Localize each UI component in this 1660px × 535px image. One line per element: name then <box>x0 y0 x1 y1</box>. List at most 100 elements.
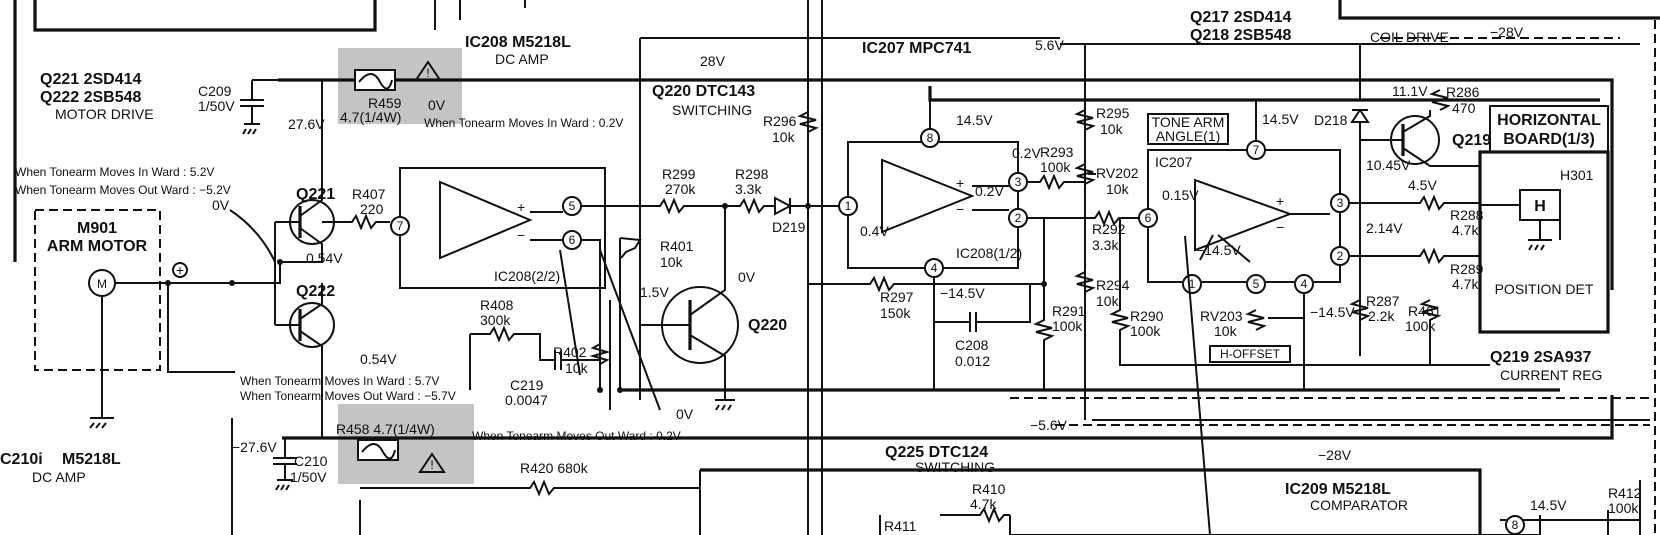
v145a-label: 14.5V <box>956 112 993 128</box>
vn56b-label: −5.6V <box>1030 417 1068 433</box>
pin7a-label: 7 <box>397 219 404 233</box>
transistor-base-wire <box>274 221 300 326</box>
r458-fuse-mark <box>361 443 396 460</box>
r410-resistor <box>940 506 1010 524</box>
r410-val-label: 4.7k <box>970 496 997 512</box>
dc-amp-b-label: DC AMP <box>32 469 86 485</box>
q219-label: Q219 <box>1452 132 1491 149</box>
c219-val-label: 0.0047 <box>505 392 548 408</box>
center-vertical-wires <box>807 0 823 535</box>
ic207-label: IC207 <box>1155 154 1193 170</box>
transistor-legs <box>280 80 323 438</box>
r294-label: R294 <box>1096 277 1130 293</box>
r295-val-label: 10k <box>1100 121 1124 137</box>
in-ward-02-label: When Tonearm Moves In Ward : 0.2V <box>424 116 623 130</box>
ic208-top-sub: DC AMP <box>495 51 549 67</box>
v04-label: 0.4V <box>860 223 889 239</box>
svg-text:−: − <box>956 201 964 217</box>
r296-label: R296 <box>763 113 797 129</box>
r458-label: R458 4.7(1/4W) <box>336 421 435 437</box>
r292-label: R292 <box>1092 221 1126 237</box>
arm-motor-label: ARM MOTOR <box>47 238 148 255</box>
q225-label: Q225 DTC124 <box>885 444 988 461</box>
r296-resistor <box>797 111 819 133</box>
comparator-label: COMPARATOR <box>1310 497 1408 513</box>
r290-resistor <box>1109 218 1490 366</box>
svg-text:!: ! <box>426 66 429 80</box>
r410-label: R410 <box>972 481 1006 497</box>
pin8c-label: 8 <box>1512 518 1519 532</box>
r407-label: R407 <box>352 186 386 202</box>
switching-b-label: SWITCHING <box>915 459 995 475</box>
r402-label: R402 <box>553 344 587 360</box>
r294-resistor <box>1074 271 1096 293</box>
v145b-label: 14.5V <box>1262 111 1299 127</box>
coil-drive-label: COIL DRIVE <box>1370 29 1449 45</box>
rv202-potentiometer <box>1074 163 1096 185</box>
rail-145 <box>928 86 1600 102</box>
r408-label: R408 <box>480 297 514 313</box>
ic208-12-label: IC208(1/2) <box>956 245 1022 261</box>
rv202-label: RV202 <box>1096 165 1139 181</box>
ic208-pin-wires <box>530 205 640 390</box>
r287-resistor <box>1349 299 1371 321</box>
c210i-label: C210i <box>0 451 43 468</box>
r294-val-label: 10k <box>1096 293 1120 309</box>
q219-legs <box>1360 110 1480 167</box>
v28-top-label: 28V <box>700 53 726 69</box>
h-offset-box <box>1209 345 1291 363</box>
h301-wires <box>1480 204 1561 251</box>
v145c-label: 14.5V <box>1530 497 1567 513</box>
pin4a-label: 4 <box>931 261 938 275</box>
c210-symbol <box>273 438 297 480</box>
h301-label: H301 <box>1560 167 1594 183</box>
negative-rail <box>282 395 1614 440</box>
r402-val-label: 10k <box>565 360 589 376</box>
pin3a-label: 3 <box>1015 175 1022 189</box>
r459-v-label: 0V <box>428 97 446 113</box>
r459-warning-icon <box>414 60 442 81</box>
r296-val-label: 10k <box>772 129 796 145</box>
d219-label: D219 <box>772 219 806 235</box>
svg-text:+: + <box>1276 193 1284 209</box>
r293-resistor <box>1027 173 1085 191</box>
v015-label: 0.15V <box>1162 187 1199 203</box>
v054b-label: 0.54V <box>360 351 397 367</box>
pin4b-label: 4 <box>1301 277 1308 291</box>
q220-type-label: Q220 DTC143 <box>652 83 755 100</box>
r401-label: R401 <box>660 238 694 254</box>
r286-label: R286 <box>1446 84 1480 100</box>
r412-val-label: 100k <box>1608 500 1639 516</box>
motor-ground <box>89 417 114 429</box>
r289-label: R289 <box>1450 261 1484 277</box>
q221-label: Q221 <box>296 186 335 203</box>
c209-val-label: 1/50V <box>198 98 235 114</box>
r293-label: R293 <box>1040 144 1074 160</box>
q220-ground <box>715 399 735 411</box>
motor-box <box>34 209 161 371</box>
r286-resistor <box>1429 89 1451 111</box>
when-in-52-label: When Tonearm Moves In Ward : 5.2V <box>15 165 214 179</box>
rv203-potentiometer <box>1245 309 1304 331</box>
v111-label: 11.1V <box>1392 83 1428 99</box>
svg-text:+: + <box>956 175 964 191</box>
r459-label: R459 <box>368 95 402 111</box>
c209-symbol <box>240 79 322 124</box>
top-left-frame <box>33 0 377 32</box>
r461-label: R461 <box>1408 303 1442 319</box>
q221-type-label: Q221 2SD414 <box>40 71 142 88</box>
motor-plus-terminal <box>172 262 188 278</box>
r298-label: R298 <box>735 166 769 182</box>
c208-capacitor <box>934 284 1031 332</box>
rv203-val-label: 10k <box>1214 323 1238 339</box>
r291-resistor <box>1033 284 1055 390</box>
r401-resistor <box>619 237 642 259</box>
position-det-box <box>1478 150 1610 334</box>
r288-label: R288 <box>1450 207 1484 223</box>
tone-arm-label-1: TONE ARM <box>1152 114 1225 130</box>
vn28-top-label: −28V <box>1490 24 1524 40</box>
r298-val-label: 3.3k <box>735 181 762 197</box>
svg-text:+: + <box>517 199 525 215</box>
